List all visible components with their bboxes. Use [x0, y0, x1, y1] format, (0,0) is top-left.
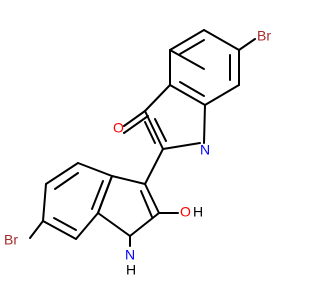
ketone-oxygen-label: O	[113, 120, 124, 136]
hydroxyl-oxygen-label: O	[180, 204, 191, 220]
amine-nitrogen-label: N	[125, 247, 135, 263]
lower-five-member-ring	[97, 148, 164, 237]
hydroxyl-hydrogen-label: H	[193, 204, 203, 220]
upper-five-member-ring	[144, 84, 206, 150]
bromine-atom-label-bottom: Br	[4, 232, 18, 248]
upper-benzene-ring	[169, 29, 240, 106]
bromine-atom-label-top: Br	[257, 28, 271, 44]
chemical-structure: Br O N O H N H Br	[4, 28, 271, 278]
amine-hydrogen-label: H	[126, 262, 136, 278]
upper-substituent-bonds	[123, 38, 256, 134]
lower-benzene-ring	[42, 162, 113, 240]
lower-substituent-bonds	[29, 212, 179, 247]
imine-nitrogen-label: N	[200, 142, 210, 158]
